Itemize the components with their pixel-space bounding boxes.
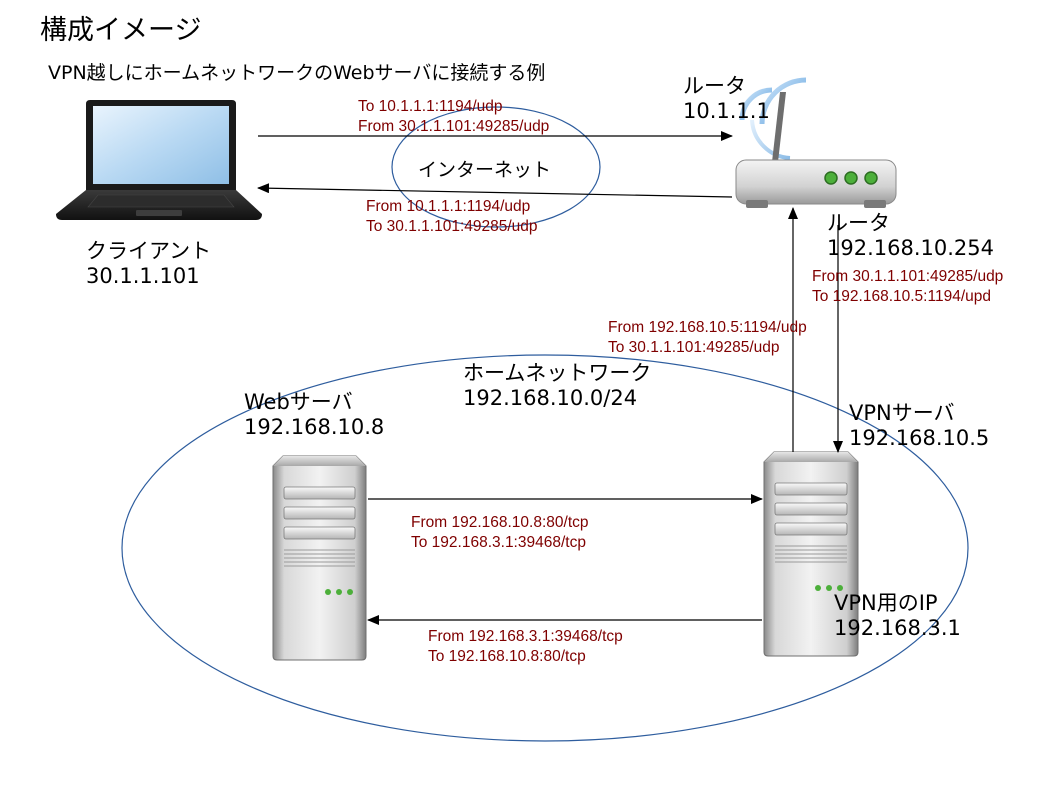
flow-line: To 30.1.1.101:49285/udp — [366, 218, 538, 235]
router-wan-name: ルータ — [683, 74, 746, 98]
vpn-server-label: VPNサーバ 192.168.10.5 — [849, 401, 989, 451]
router-icon — [735, 77, 897, 208]
flow-line: To 30.1.1.101:49285/udp — [608, 339, 780, 356]
page-title: 構成イメージ — [40, 15, 202, 46]
web-server-name: Webサーバ — [244, 390, 353, 414]
client-label: クライアント 30.1.1.101 — [86, 239, 211, 289]
vpn-ip-address: 192.168.3.1 — [834, 616, 961, 640]
internet-label: インターネット — [418, 159, 552, 181]
vpn-ip-label: VPN用のIP 192.168.3.1 — [834, 591, 961, 641]
router-lan-ip: 192.168.10.254 — [827, 236, 994, 260]
laptop-icon — [56, 100, 262, 220]
client-name: クライアント — [86, 239, 212, 263]
flow-line: From 10.1.1.1:1194/udp — [366, 198, 531, 215]
home-network-ip: 192.168.10.0/24 — [463, 386, 638, 410]
vpn-server-name: VPNサーバ — [849, 401, 955, 425]
flow-vpn-to-web: From 192.168.3.1:39468/tcp To 192.168.10… — [428, 627, 623, 667]
flow-line: To 192.168.10.5:1194/upd — [812, 288, 991, 305]
flow-web-to-vpn: From 192.168.10.8:80/tcp To 192.168.3.1:… — [411, 513, 589, 553]
home-network-label: ホームネットワーク 192.168.10.0/24 — [463, 361, 651, 411]
flow-router-to-vpn: From 30.1.1.101:49285/udp To 192.168.10.… — [812, 267, 1003, 307]
router-wan-ip: 10.1.1.1 — [683, 99, 770, 123]
arrow-router-to-client — [257, 183, 733, 198]
flow-line: From 192.168.3.1:39468/tcp — [428, 628, 623, 645]
flow-line: To 192.168.10.8:80/tcp — [428, 648, 586, 665]
home-network-name: ホームネットワーク — [463, 361, 652, 385]
web-server-label: Webサーバ 192.168.10.8 — [244, 390, 384, 440]
flow-line: From 192.168.10.5:1194/udp — [608, 319, 807, 336]
flow-line: To 192.168.3.1:39468/tcp — [411, 534, 586, 551]
web-server-icon — [272, 455, 367, 661]
router-lan-name: ルータ — [827, 211, 890, 235]
flow-line: From 30.1.1.101:49285/udp — [358, 118, 550, 135]
client-ip: 30.1.1.101 — [86, 264, 200, 288]
web-server-ip: 192.168.10.8 — [244, 415, 385, 439]
flow-line: From 192.168.10.8:80/tcp — [411, 514, 589, 531]
flow-line: To 10.1.1.1:1194/udp — [358, 98, 503, 115]
flow-line: From 30.1.1.101:49285/udp — [812, 268, 1004, 285]
page-subtitle: VPN越しにホームネットワークのWebサーバに接続する例 — [48, 62, 546, 84]
router-wan-label: ルータ 10.1.1.1 — [683, 74, 770, 124]
flow-vpn-to-router: From 192.168.10.5:1194/udp To 30.1.1.101… — [608, 318, 807, 358]
router-lan-label: ルータ 192.168.10.254 — [827, 211, 994, 261]
flow-client-to-router: To 10.1.1.1:1194/udp From 30.1.1.101:492… — [358, 97, 549, 137]
vpn-ip-name: VPN用のIP — [834, 591, 938, 615]
vpn-server-ip: 192.168.10.5 — [849, 426, 990, 450]
home-network-boundary — [121, 354, 969, 742]
flow-router-to-client: From 10.1.1.1:1194/udp To 30.1.1.101:492… — [366, 197, 538, 237]
vpn-server-icon — [763, 451, 859, 657]
internet-cloud — [391, 106, 601, 228]
